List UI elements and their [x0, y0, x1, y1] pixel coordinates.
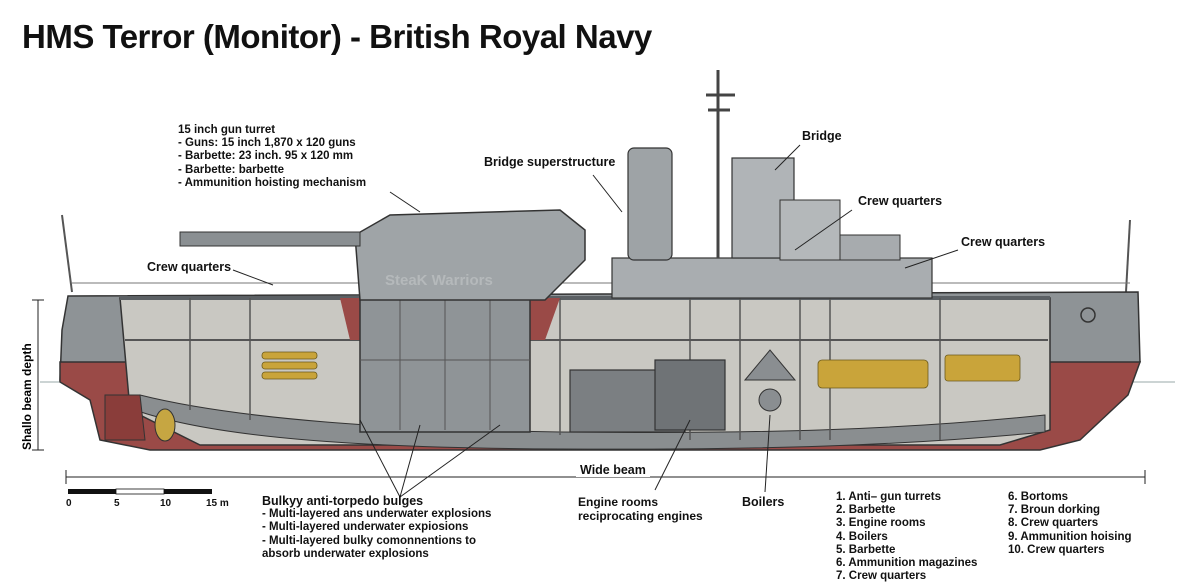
- turret-line: - Barbette: barbette: [178, 163, 285, 176]
- legend-item: 2. Barbette: [836, 504, 896, 517]
- bridge-label: Bridge: [802, 129, 842, 143]
- bulges-line: - Multi-layered bulky comonnentions to: [262, 534, 477, 547]
- bridge-superstructure-label: Bridge superstructure: [484, 155, 616, 169]
- bulges-line: - Multi-layered underwater expiosions: [262, 521, 469, 534]
- bulges-line: - Multi-layered ans underwater explosion…: [262, 508, 492, 521]
- bulges-line: absorb underwater explosions: [262, 547, 429, 560]
- legend-item: 7. Broun dorking: [1008, 504, 1100, 517]
- legend-item: 4. Boilers: [836, 530, 888, 543]
- crew-quarters-mid-label: Crew quarters: [858, 194, 943, 208]
- ammunition-shells-fwd: [261, 351, 318, 380]
- scale-tick: 15 m: [206, 498, 229, 509]
- turret-line: - Barbette: 23 inch. 95 x 120 mm: [178, 150, 354, 163]
- funnel: [627, 147, 673, 261]
- gun-barrel: [179, 231, 361, 247]
- scale-tick: 0: [66, 498, 72, 509]
- boilers-label: Boilers: [742, 495, 785, 509]
- boiler-drum: [758, 388, 782, 412]
- legend-item: 1. Anti– gun turrets: [836, 491, 941, 503]
- legend-item: 6. Ammunition magazines: [836, 557, 978, 570]
- propeller: [154, 408, 176, 442]
- legend-item: 6. Bortoms: [1008, 491, 1069, 503]
- legend-col-2: 6. Bortoms 7. Broun dorking 8. Crew quar…: [1008, 491, 1132, 557]
- watermark-text: SteaK Warriors: [385, 272, 493, 289]
- engine-line: reciprocating engines: [578, 509, 703, 523]
- stern-mast: [1125, 219, 1131, 293]
- legend-item: 5. Barbette: [836, 543, 896, 556]
- turret-line: 15 inch gun turret: [178, 124, 276, 136]
- scale-tick: 5: [114, 498, 120, 509]
- turret-line: - Ammunition hoisting mechanism: [178, 176, 367, 189]
- bulges-line: Bulkyy anti-torpedo bulges: [262, 494, 424, 508]
- legend-col-1: 1. Anti– gun turrets 2. Barbette 3. Engi…: [836, 491, 977, 583]
- page-title: HMS Terror (Monitor) - British Royal Nav…: [22, 18, 652, 55]
- bridge-block: [779, 199, 841, 261]
- boiler: [743, 349, 797, 381]
- ammunition-shells-aft: [817, 354, 1021, 389]
- scale-tick: 10: [160, 498, 172, 509]
- legend-item: 7. Crew quarters: [836, 570, 927, 583]
- legend-item: 9. Ammunition hoising: [1008, 530, 1132, 543]
- legend-item: 8. Crew quarters: [1008, 517, 1099, 530]
- engine-line: Engine rooms: [578, 495, 659, 509]
- crew-quarters-right-label: Crew quarters: [961, 235, 1046, 249]
- aft-gun: [839, 234, 901, 261]
- hoist-lines: [360, 292, 530, 430]
- superstructure-base: [611, 257, 933, 299]
- leader-lines: [232, 144, 959, 498]
- gun-turret: [354, 209, 586, 301]
- engine-callout: Engine rooms reciprocating engines: [578, 495, 703, 523]
- rudder: [104, 394, 146, 441]
- legend-item: 10. Crew quarters: [1008, 543, 1105, 556]
- anchor-hawse: [1080, 307, 1096, 323]
- bulges-callout: Bulkyy anti-torpedo bulges - Multi-layer…: [262, 494, 492, 561]
- crew-quarters-left-label: Crew quarters: [147, 260, 232, 274]
- engine-2: [654, 359, 726, 431]
- wide-beam-label: Wide beam: [576, 463, 650, 477]
- barbette-red-right: [525, 298, 560, 340]
- turret-callout: 15 inch gun turret - Guns: 15 inch 1,870…: [178, 124, 366, 190]
- depth-label: Shallo beam depth: [20, 343, 34, 450]
- legend-item: 3. Engine rooms: [836, 517, 926, 530]
- bulkheads: [189, 298, 941, 440]
- bow-mast: [61, 214, 73, 293]
- turret-line: - Guns: 15 inch 1,870 x 120 guns: [178, 137, 356, 150]
- scale-bar: [68, 488, 212, 495]
